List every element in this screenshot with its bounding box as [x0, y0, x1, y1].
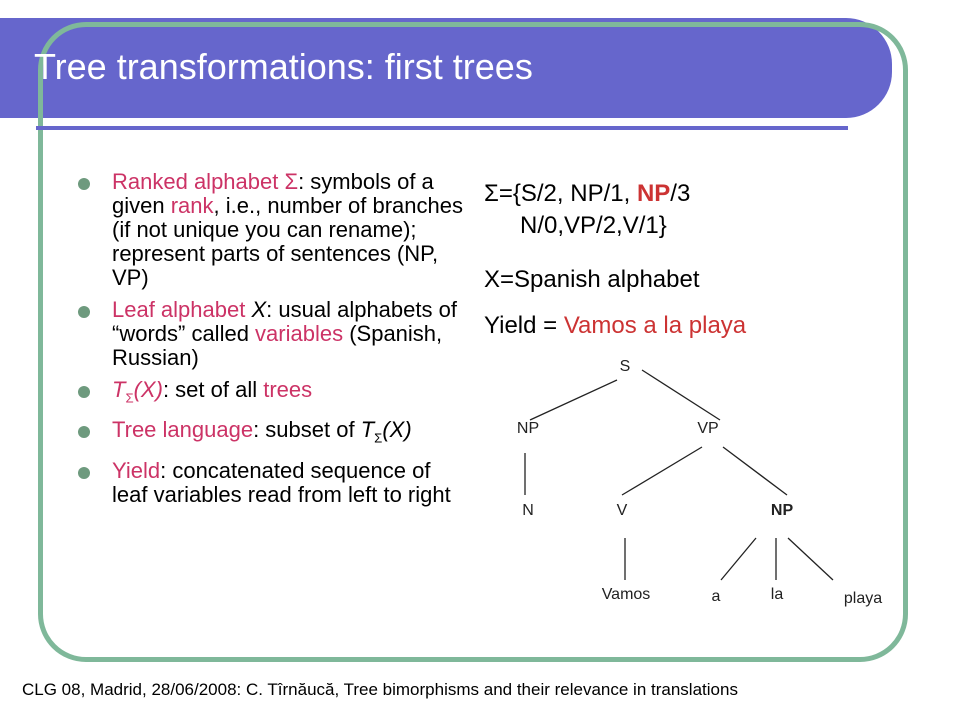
- tree-leaf-la: la: [770, 586, 784, 603]
- edge-s-np: [529, 379, 618, 421]
- bullet-all-trees: TΣ(X): set of all trees: [78, 378, 468, 410]
- slide-frame: [38, 22, 908, 662]
- title-bar: [0, 18, 892, 118]
- title-underline: [36, 126, 848, 130]
- yield-definition: Yield = Vamos a la playa: [484, 312, 747, 339]
- edge-vp-np: [722, 446, 788, 496]
- tree-leaf-a: a: [711, 588, 721, 605]
- tree-node-np: NP: [516, 420, 540, 437]
- tree-node-n: N: [522, 502, 534, 519]
- tree-node-v: V: [616, 502, 628, 519]
- edge-np-a: [720, 537, 757, 581]
- tree-leaf-playa: playa: [843, 590, 883, 607]
- slide-footer: CLG 08, Madrid, 28/06/2008: C. Tîrnăucă,…: [22, 680, 738, 699]
- slide-title: Tree transformations: first trees: [34, 46, 533, 87]
- tree-node-np-ternary: NP: [770, 502, 794, 519]
- bullet-tree-language: Tree language: subset of TΣ(X): [78, 418, 468, 450]
- edge-s-vp: [641, 369, 721, 421]
- tree-edges: [524, 369, 834, 581]
- tree-leaf-vamos: Vamos: [601, 586, 651, 603]
- bullet-list: Ranked alphabet Σ: symbols of a given ra…: [78, 170, 468, 515]
- parse-tree: S NP VP N V NP Vamos a la playa: [480, 340, 920, 630]
- x-definition: X=Spanish alphabet: [484, 266, 700, 293]
- edge-np-playa: [787, 537, 834, 581]
- tree-node-s: S: [619, 358, 631, 375]
- bullet-ranked-alphabet: Ranked alphabet Σ: symbols of a given ra…: [78, 170, 468, 290]
- edge-vp-v: [621, 446, 703, 496]
- bullet-yield: Yield: concatenated sequence of leaf var…: [78, 458, 468, 507]
- bullet-leaf-alphabet: Leaf alphabet X: usual alphabets of “wor…: [78, 298, 468, 370]
- tree-node-vp: VP: [697, 420, 719, 437]
